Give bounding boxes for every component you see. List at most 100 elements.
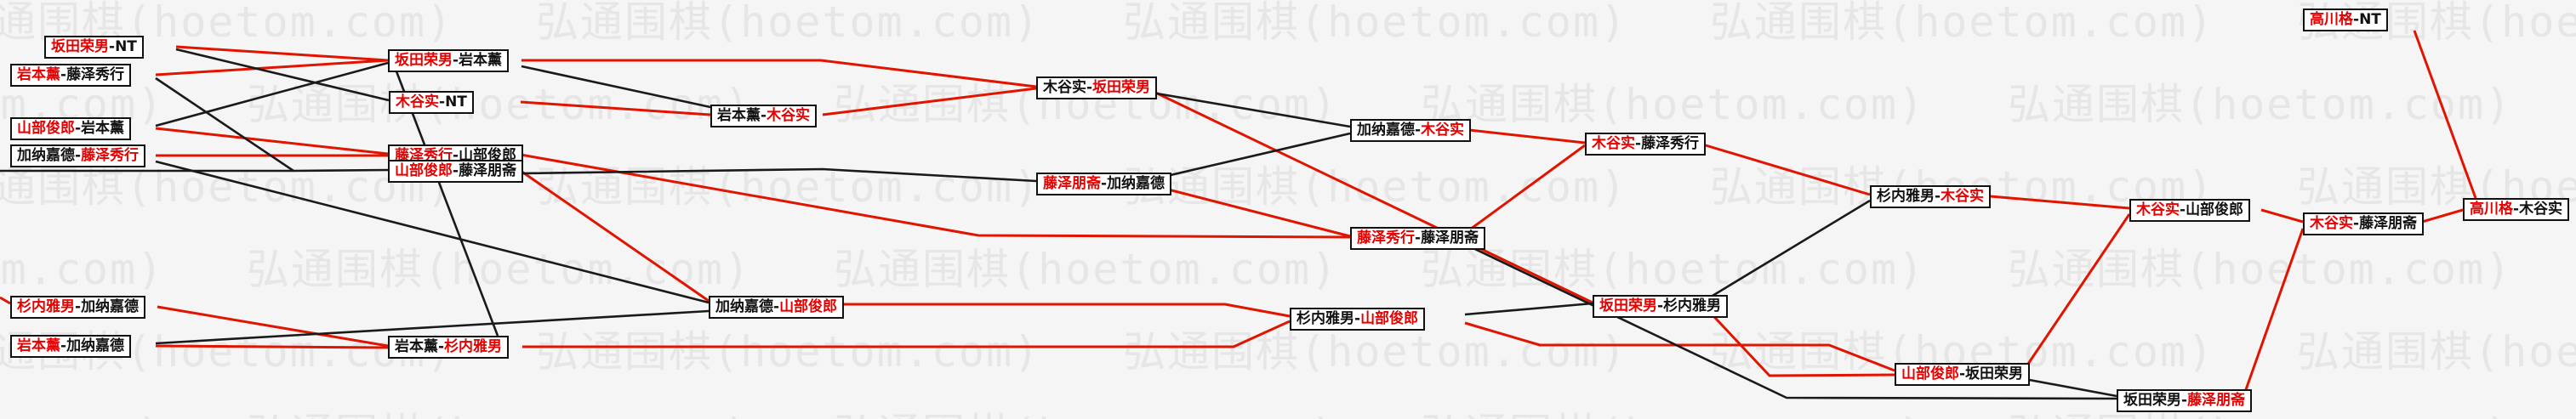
player-name: 坂田荣男 [1599, 297, 1657, 314]
vs-separator: - [2353, 215, 2360, 232]
player-name: 木谷实 [1592, 135, 1635, 152]
player-name: 山部俊郎 [779, 298, 838, 315]
match-box-D3: 杉内雅男-山部俊郎 [1290, 308, 1426, 331]
match-box-B1: 坂田荣男-岩本薰 [388, 49, 510, 72]
match-box-A5: 杉内雅男-加纳嘉德 [10, 296, 146, 319]
winner-path-line [155, 59, 389, 76]
player-name: 岩本薰 [17, 337, 60, 354]
match-box-D2: 藤泽朋斋-加纳嘉德 [1036, 173, 1172, 195]
vs-separator: - [2353, 11, 2360, 28]
loser-path-line [395, 71, 499, 337]
winner-path-line [822, 87, 1037, 116]
player-name: 岩本薰 [717, 107, 761, 124]
vs-separator: - [1354, 310, 1361, 327]
winner-path-line [520, 169, 710, 303]
player-name: 木谷实 [1421, 122, 1465, 139]
winner-path-line [1146, 87, 1593, 304]
match-box-B4: 山部俊郎-藤泽朋斋 [388, 160, 524, 183]
winner-path-line [520, 153, 1351, 239]
vs-separator: - [1935, 188, 1941, 205]
player-name: 加纳嘉德 [81, 298, 140, 315]
loser-path-line [155, 160, 710, 304]
player-name: 木谷实 [767, 107, 811, 124]
vs-separator: - [438, 338, 445, 355]
player-name: 杉内雅男 [17, 298, 75, 315]
player-name: 木谷实 [396, 93, 439, 110]
winner-path-line [1461, 127, 1586, 144]
winner-path-line [175, 45, 389, 62]
winner-path-line [520, 100, 711, 116]
vs-separator: - [2181, 392, 2188, 409]
vs-separator: - [1635, 135, 1642, 152]
player-name: 杉内雅男 [1877, 188, 1935, 205]
player-name: 木谷实 [2310, 215, 2353, 232]
player-name: 木谷实 [2136, 201, 2180, 218]
match-box-I2: 木谷实-藤泽朋斋 [2303, 212, 2425, 235]
player-name: 山部俊郎 [17, 120, 75, 137]
winner-path-line [157, 305, 389, 348]
vs-separator: - [2513, 201, 2520, 218]
player-name: 山部俊郎 [1360, 310, 1419, 327]
match-box-A3: 山部俊郎-岩本薰 [10, 117, 132, 140]
vs-separator: - [109, 38, 116, 55]
player-name: 山部俊郎 [2186, 201, 2244, 218]
winner-path-line [1702, 304, 1895, 377]
match-box-F1: 木谷实-藤泽秀行 [1585, 133, 1707, 156]
loser-path-line [2024, 377, 2117, 398]
player-name: 木谷实 [1043, 79, 1086, 96]
player-name: 杉内雅男 [444, 338, 503, 355]
winner-path-line [2421, 208, 2464, 224]
winner-path-line [2243, 228, 2305, 395]
player-name: 加纳嘉德 [1357, 122, 1415, 139]
match-box-C1: 岩本薰-木谷实 [710, 105, 818, 127]
player-name: 岩本薰 [17, 66, 60, 83]
player-name: 坂田荣男 [1965, 365, 2024, 382]
loser-path-line [155, 61, 389, 127]
player-name: 加纳嘉德 [66, 337, 125, 354]
match-box-I1: 高川格-NT [2303, 8, 2388, 31]
vs-separator: - [75, 120, 82, 137]
winner-path-line [1464, 321, 1895, 372]
winner-path-line [522, 320, 1291, 348]
loser-path-line [521, 65, 711, 109]
winner-path-line [155, 127, 389, 156]
match-box-E1: 加纳嘉德-木谷实 [1350, 119, 1472, 142]
player-name: 藤泽朋斋 [1043, 175, 1101, 192]
match-box-C4: 加纳嘉德-山部俊郎 [709, 296, 845, 319]
match-box-H2: 山部俊郎-坂田荣男 [1895, 363, 2031, 386]
vs-separator: - [60, 66, 67, 83]
vs-separator: - [773, 298, 780, 315]
vs-separator: - [1415, 122, 1422, 139]
winner-path-line [1460, 144, 1586, 238]
vs-separator: - [1086, 79, 1093, 96]
player-name: 岩本薰 [81, 120, 125, 137]
player-name: 藤泽朋斋 [459, 162, 517, 179]
vs-separator: - [1415, 229, 1422, 246]
player-name: 藤泽朋斋 [1421, 229, 1479, 246]
winner-path-line [521, 59, 1037, 88]
player-name: NT [2359, 11, 2381, 28]
winner-path-line [2023, 213, 2131, 370]
vs-separator: - [75, 147, 82, 164]
match-box-H1: 木谷实-山部俊郎 [2129, 199, 2251, 222]
loser-path-line [520, 167, 1037, 183]
vs-separator: - [439, 93, 446, 110]
player-name: 高川格 [2470, 201, 2513, 218]
player-name: 藤泽秀行 [81, 147, 140, 164]
player-name: NT [445, 93, 467, 110]
player-name: 坂田荣男 [2123, 392, 2181, 409]
player-name: 加纳嘉德 [17, 147, 75, 164]
match-box-B2: 木谷实-NT [389, 91, 474, 114]
match-box-A2: 岩本薰-藤泽秀行 [10, 64, 132, 87]
loser-path-line [1703, 199, 1871, 303]
match-box-E2: 藤泽秀行-藤泽朋斋 [1350, 227, 1486, 250]
player-name: 藤泽秀行 [1641, 135, 1700, 152]
player-name: 高川格 [2310, 11, 2353, 28]
winner-path-line [1980, 194, 2130, 210]
vs-separator: - [1657, 297, 1664, 314]
player-name: 杉内雅男 [1663, 297, 1722, 314]
loser-path-line [1148, 132, 1351, 182]
loser-path-line [1460, 241, 2117, 400]
